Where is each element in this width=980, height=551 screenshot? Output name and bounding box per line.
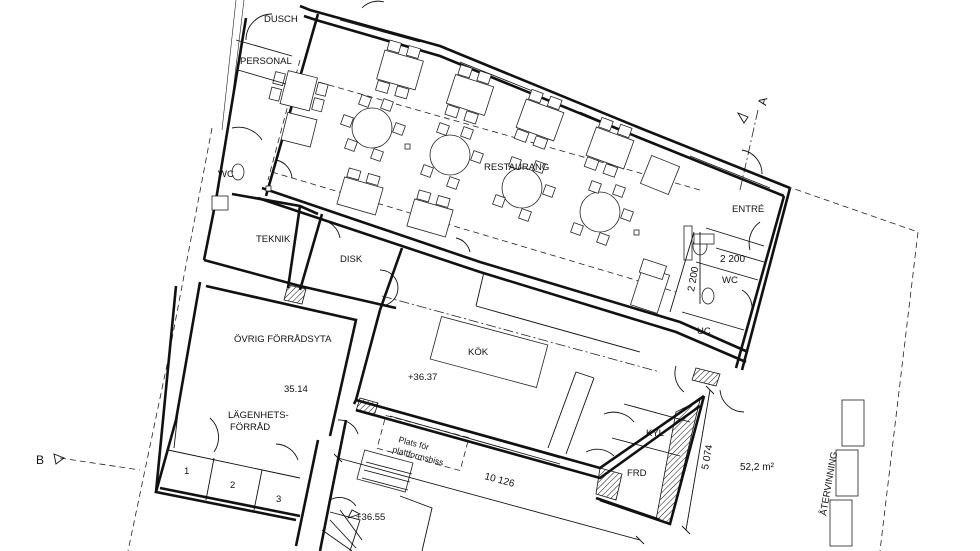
label-lagenhets-line2: FÖRRÅD xyxy=(230,422,270,433)
label-dusch: DUSCH xyxy=(264,14,298,25)
dimension-lines xyxy=(333,232,765,545)
storage-cells xyxy=(167,411,301,511)
site-lines xyxy=(53,0,919,551)
label-restaurang: RESTAURANG xyxy=(484,162,549,173)
label-dim-width: 5 074 xyxy=(700,444,715,471)
label-level-kok: +36.37 xyxy=(408,372,437,383)
label-lagenhets-line1: LÄGENHETS- xyxy=(228,410,289,421)
label-personal: PERSONAL xyxy=(240,56,292,67)
wc-fixtures xyxy=(211,163,715,305)
label-kyl: KYL xyxy=(646,428,664,439)
label-teknik: TEKNIK xyxy=(256,234,291,245)
label-dim-length: 10 126 xyxy=(483,471,516,490)
restaurant-furniture xyxy=(268,39,681,314)
label-area-total: 52,2 m² xyxy=(740,462,775,473)
recycling-bins xyxy=(829,399,865,547)
section-markers: A B xyxy=(36,96,770,467)
label-dim-wc-horizontal: 2 200 xyxy=(720,254,745,265)
label-disk: DISK xyxy=(340,254,363,265)
stair xyxy=(321,449,433,551)
hatched-walls xyxy=(283,284,721,525)
label-storage-2: 2 xyxy=(230,480,235,491)
label-dim-wc-vertical: 2 200 xyxy=(686,266,701,293)
label-uc: UC xyxy=(697,326,711,337)
numeric-labels: 35.14 +36.37 +36.55 2 200 2 200 10 126 5… xyxy=(184,254,775,523)
label-frd: FRD xyxy=(627,468,647,479)
kitchen-equipment xyxy=(429,271,641,455)
label-room-area: 35.14 xyxy=(284,384,308,395)
label-entre: ENTRÉ xyxy=(732,204,764,215)
doors xyxy=(209,0,763,507)
partitions xyxy=(235,39,765,457)
section-marker-b: B xyxy=(36,453,44,467)
section-marker-a: A xyxy=(755,96,770,106)
label-ovrig-forradsyta: ÖVRIG FÖRRÅDSYTA xyxy=(234,334,332,345)
label-kok: KÖK xyxy=(468,347,489,358)
platform-lift-area xyxy=(376,414,470,472)
label-wc-left: WC xyxy=(218,169,234,180)
label-wc-right: WC xyxy=(722,275,738,286)
column-markers xyxy=(265,143,640,236)
label-level-stair: +36.55 xyxy=(356,512,385,523)
label-storage-3: 3 xyxy=(276,494,281,505)
label-storage-1: 1 xyxy=(184,466,189,477)
